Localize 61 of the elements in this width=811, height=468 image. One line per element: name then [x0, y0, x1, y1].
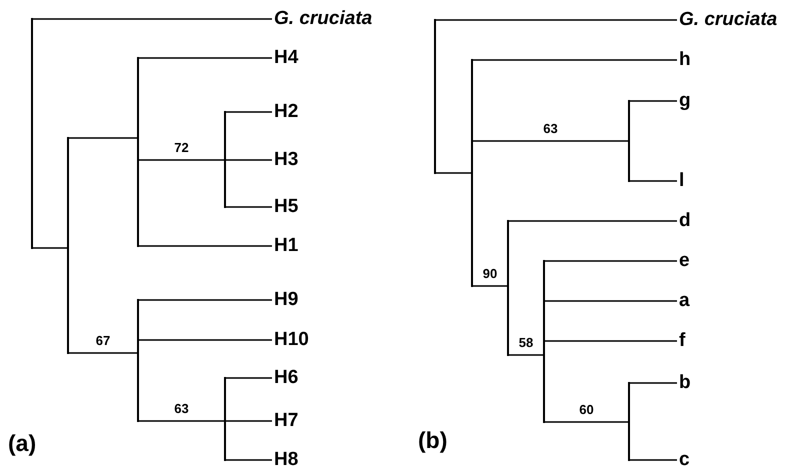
taxon-label: a [677, 290, 690, 312]
tree-branch [138, 420, 225, 422]
tree-branch [138, 299, 272, 301]
taxon-label: H7 [272, 410, 298, 432]
taxon-label: h [677, 49, 691, 71]
bootstrap-value: 63 [542, 122, 559, 136]
taxon-label: H10 [272, 329, 309, 351]
taxon-label: f [677, 330, 686, 352]
tree-branch [629, 180, 677, 182]
tree-branch [629, 382, 677, 384]
taxon-label: H6 [272, 367, 298, 389]
tree-branch [225, 420, 272, 422]
taxon-label: H8 [272, 449, 298, 468]
taxon-label: H1 [272, 235, 298, 257]
panel-label: (b) [418, 427, 448, 453]
tree-branch [32, 247, 68, 249]
tree-branch [138, 245, 272, 247]
tree-branch [544, 421, 629, 423]
tree-branch [629, 100, 677, 102]
taxon-label: d [677, 210, 691, 232]
taxon-label: g [677, 90, 691, 112]
tree-branch [225, 111, 272, 113]
tree-branch [225, 159, 272, 161]
tree-branch [435, 172, 472, 174]
taxon-label: b [677, 372, 691, 394]
taxon-label: H9 [272, 289, 298, 311]
tree-branch [544, 260, 677, 262]
tree-branch [225, 377, 272, 379]
tree-branch [225, 459, 272, 461]
tree-branch [508, 354, 544, 356]
tree-branch [472, 59, 677, 61]
tree-branch [32, 18, 272, 20]
tree-branch [472, 285, 508, 287]
bootstrap-value: 72 [173, 141, 190, 155]
tree-branch [544, 340, 677, 342]
taxon-label: G. cruciata [677, 9, 778, 31]
taxon-label: H5 [272, 196, 298, 218]
taxon-label: H3 [272, 149, 298, 171]
taxon-label: H2 [272, 101, 298, 123]
bootstrap-value: 67 [94, 334, 112, 348]
bootstrap-value: 63 [173, 402, 190, 416]
tree-branch [68, 352, 138, 354]
taxon-label: e [677, 250, 690, 272]
tree-branch [138, 159, 225, 161]
tree-branch [435, 19, 677, 21]
taxon-label: G. cruciata [272, 8, 372, 30]
bootstrap-value: 90 [482, 267, 498, 281]
taxon-label: c [677, 449, 690, 468]
panel-label: (a) [8, 430, 36, 456]
tree-branch [544, 300, 677, 302]
tree-branch [68, 137, 138, 139]
tree-branch [472, 140, 629, 142]
bootstrap-value: 58 [518, 336, 534, 350]
tree-branch [508, 220, 677, 222]
tree-branch [138, 57, 272, 59]
tree-branch [629, 459, 677, 461]
bootstrap-value: 60 [578, 403, 595, 417]
taxon-label: H4 [272, 47, 298, 69]
tree-branch [138, 339, 272, 341]
tree-branch [225, 206, 272, 208]
taxon-label: l [677, 170, 684, 192]
